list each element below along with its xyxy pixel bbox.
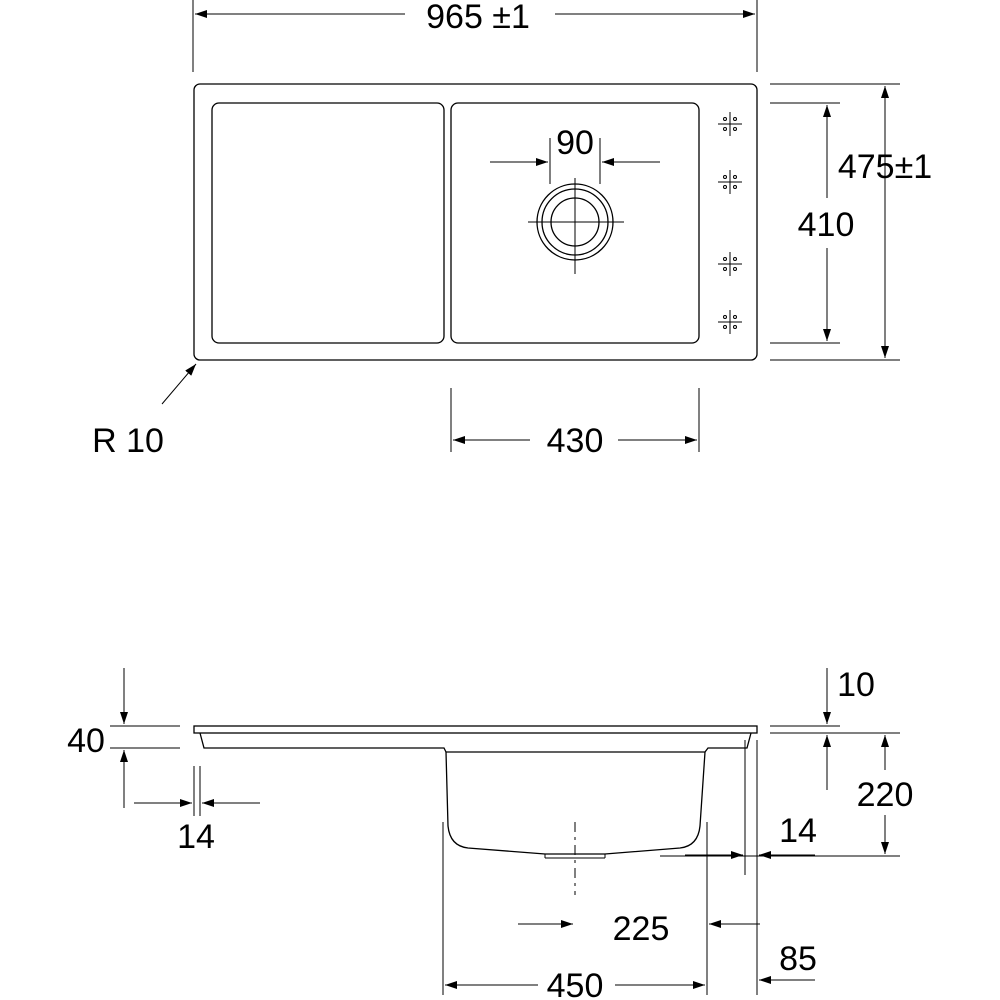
left-edge-label: 14 [177, 818, 215, 856]
drainboard-profile [199, 732, 752, 753]
drain-offset-label: 225 [613, 910, 670, 948]
drain-diameter-label: 90 [556, 124, 594, 162]
tap-hole-marker [718, 170, 742, 194]
corner-radius-label: R 10 [92, 422, 164, 460]
right-edge-label: 14 [779, 812, 817, 850]
top-thickness-label: 10 [837, 666, 875, 704]
tap-hole-marker [718, 112, 742, 136]
side-view: 40 14 10 220 14 225 85 [67, 666, 913, 1000]
sink-outline [193, 83, 758, 361]
radius-leader [161, 363, 197, 405]
rim-height-label: 40 [67, 722, 105, 760]
bowl-depth-label: 410 [798, 206, 855, 244]
bowl-width-label: 430 [547, 422, 604, 460]
drainboard [211, 102, 445, 344]
bowl [450, 102, 700, 344]
drain [528, 178, 624, 274]
plan-view: 965 ±1 90 [92, 0, 932, 460]
overall-depth-label: 475±1 [838, 148, 932, 186]
tap-hole-marker [718, 252, 742, 276]
tap-hole-markers [718, 112, 742, 334]
tap-hole-marker [718, 310, 742, 334]
bowl-height-label: 220 [857, 776, 914, 814]
right-offset-label: 85 [779, 940, 817, 978]
bowl-width-side-label: 450 [547, 967, 604, 1000]
sink-top-slab [193, 725, 758, 734]
overall-width-label: 965 ±1 [426, 0, 530, 36]
